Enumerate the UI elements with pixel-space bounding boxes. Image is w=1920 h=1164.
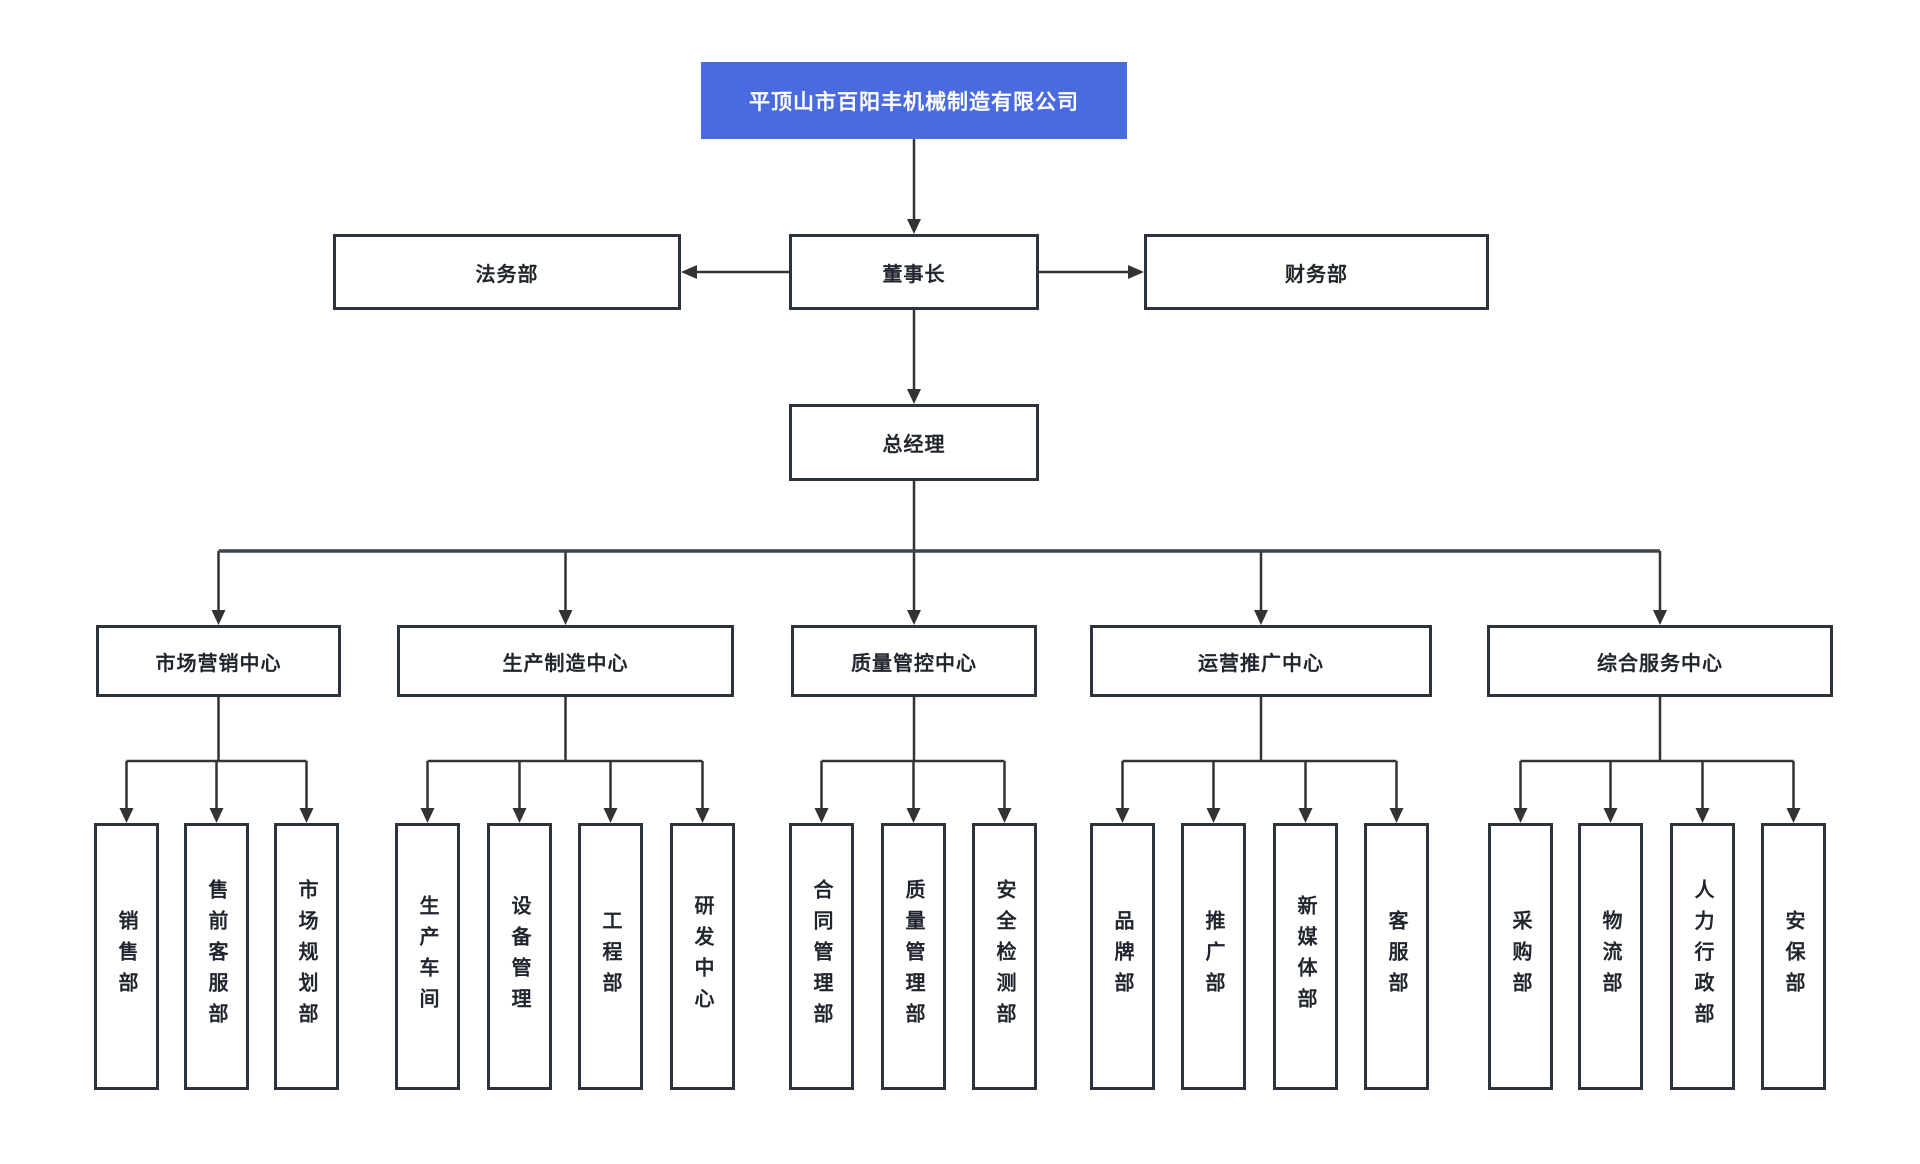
node-company[interactable]: 平顶山市百阳丰机械制造有限公司 (701, 62, 1127, 139)
node-dept-engineering[interactable]: 工程部 (578, 823, 643, 1090)
node-services-center[interactable]: 综合服务中心 (1487, 625, 1833, 697)
node-dept-new-media[interactable]: 新媒体部 (1273, 823, 1338, 1090)
node-dept-presales-service[interactable]: 售前客服部 (184, 823, 249, 1090)
node-dept-brand[interactable]: 品牌部 (1090, 823, 1155, 1090)
node-marketing-center[interactable]: 市场营销中心 (96, 625, 341, 697)
node-dept-hr-admin[interactable]: 人力行政部 (1670, 823, 1735, 1090)
node-dept-sales[interactable]: 销售部 (94, 823, 159, 1090)
node-dept-logistics[interactable]: 物流部 (1578, 823, 1643, 1090)
node-dept-quality-management[interactable]: 质量管理部 (881, 823, 946, 1090)
node-finance-dept[interactable]: 财务部 (1144, 234, 1489, 310)
node-dept-rd-center[interactable]: 研发中心 (670, 823, 735, 1090)
node-dept-security[interactable]: 安保部 (1761, 823, 1826, 1090)
node-dept-promotion[interactable]: 推广部 (1181, 823, 1246, 1090)
node-quality-center[interactable]: 质量管控中心 (791, 625, 1037, 697)
node-dept-customer-service[interactable]: 客服部 (1364, 823, 1429, 1090)
node-dept-contract-management[interactable]: 合同管理部 (789, 823, 854, 1090)
node-legal-dept[interactable]: 法务部 (333, 234, 681, 310)
node-dept-production-workshop[interactable]: 生产车间 (395, 823, 460, 1090)
node-dept-safety-inspection[interactable]: 安全检测部 (972, 823, 1037, 1090)
node-chairman[interactable]: 董事长 (789, 234, 1039, 310)
node-dept-procurement[interactable]: 采购部 (1488, 823, 1553, 1090)
node-production-center[interactable]: 生产制造中心 (397, 625, 734, 697)
node-operations-center[interactable]: 运营推广中心 (1090, 625, 1432, 697)
node-general-manager[interactable]: 总经理 (789, 404, 1039, 481)
node-dept-market-planning[interactable]: 市场规划部 (274, 823, 339, 1090)
node-dept-equipment-management[interactable]: 设备管理 (487, 823, 552, 1090)
